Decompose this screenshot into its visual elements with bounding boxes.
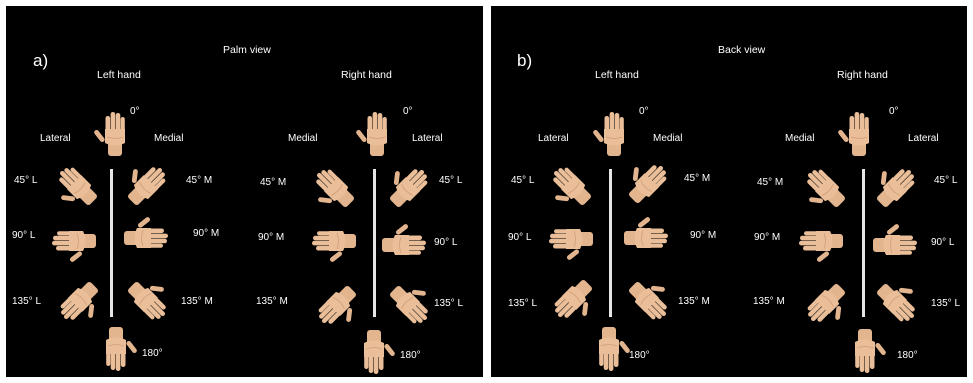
hand-180-deg-icon bbox=[350, 329, 398, 377]
hand-0-deg-icon bbox=[835, 109, 883, 157]
label-left-135: 135° M bbox=[753, 296, 785, 307]
hand-45-lateral-icon bbox=[376, 153, 444, 221]
label-left-90: 90° L bbox=[508, 232, 531, 243]
hand-180-deg-icon bbox=[841, 328, 889, 376]
label-left-90: 90° M bbox=[258, 232, 284, 243]
label-0-deg: 0° bbox=[403, 106, 413, 117]
label-left-90: 90° M bbox=[754, 232, 780, 243]
hand-title-right: Right hand bbox=[341, 69, 392, 81]
side-label-right: Medial bbox=[653, 133, 682, 144]
label-left-135: 135° M bbox=[256, 296, 288, 307]
label-right-45: 45° M bbox=[186, 175, 212, 186]
side-label-right: Lateral bbox=[908, 133, 939, 144]
hand-45-medial-icon bbox=[791, 153, 859, 221]
hand-45-medial-icon bbox=[114, 151, 182, 219]
hand-45-lateral-icon bbox=[863, 153, 931, 221]
hand-title-left: Left hand bbox=[97, 69, 141, 81]
hand-0-deg-icon bbox=[91, 109, 139, 157]
hand-180-deg-icon bbox=[92, 326, 140, 374]
panel-divider bbox=[485, 0, 489, 383]
label-left-45: 45° M bbox=[757, 177, 783, 188]
label-180-deg: 180° bbox=[400, 350, 421, 361]
rotation-axis bbox=[862, 169, 865, 317]
hand-45-medial-icon bbox=[615, 149, 683, 217]
label-left-45: 45° L bbox=[14, 175, 37, 186]
side-label-right: Medial bbox=[154, 133, 183, 144]
hand-180-deg-icon bbox=[585, 326, 633, 374]
side-label-left: Lateral bbox=[538, 133, 569, 144]
side-label-left: Medial bbox=[288, 133, 317, 144]
label-right-135: 135° L bbox=[931, 298, 960, 309]
hand-90-medial-icon bbox=[623, 214, 671, 262]
rotation-axis bbox=[110, 169, 113, 317]
label-right-135: 135° M bbox=[181, 296, 213, 307]
hand-45-lateral-icon bbox=[43, 151, 111, 219]
label-left-90: 90° L bbox=[12, 230, 35, 241]
rotation-axis bbox=[373, 169, 376, 317]
panel-a-palm-view: a) Palm view Left hand 0° Lateral Medial… bbox=[6, 6, 483, 377]
label-right-90: 90° M bbox=[193, 228, 219, 239]
hand-90-lateral-icon bbox=[872, 221, 920, 269]
hand-45-lateral-icon bbox=[537, 151, 605, 219]
label-right-90: 90° L bbox=[434, 237, 457, 248]
panel-b-back-view: b) Back view Left hand 0° Lateral Medial… bbox=[491, 6, 967, 377]
hand-0-deg-icon bbox=[353, 109, 401, 157]
hand-90-lateral-icon bbox=[381, 221, 429, 269]
label-left-45: 45° M bbox=[260, 177, 286, 188]
hand-45-medial-icon bbox=[300, 153, 368, 221]
label-left-135: 135° L bbox=[508, 298, 537, 309]
hand-title-right: Right hand bbox=[837, 69, 888, 81]
panel-label: b) bbox=[517, 51, 532, 71]
side-label-left: Medial bbox=[785, 133, 814, 144]
label-right-90: 90° M bbox=[690, 230, 716, 241]
label-right-45: 45° L bbox=[934, 175, 957, 186]
side-label-left: Lateral bbox=[40, 133, 71, 144]
label-180-deg: 180° bbox=[142, 348, 163, 359]
label-0-deg: 0° bbox=[889, 106, 899, 117]
label-right-45: 45° L bbox=[439, 175, 462, 186]
view-title: Back view bbox=[718, 44, 765, 56]
label-right-90: 90° L bbox=[931, 237, 954, 248]
view-title: Palm view bbox=[223, 44, 271, 56]
hand-135-lateral-icon bbox=[538, 266, 606, 334]
hand-0-deg-icon bbox=[590, 109, 638, 157]
hand-90-medial-icon bbox=[309, 217, 357, 265]
side-label-right: Lateral bbox=[412, 133, 443, 144]
panel-label: a) bbox=[33, 51, 48, 71]
hand-90-medial-icon bbox=[123, 214, 171, 262]
hand-90-lateral-icon bbox=[546, 215, 594, 263]
rotation-axis bbox=[609, 169, 612, 317]
label-180-deg: 180° bbox=[897, 350, 918, 361]
label-right-45: 45° M bbox=[684, 173, 710, 184]
label-left-135: 135° L bbox=[12, 296, 41, 307]
hand-title-left: Left hand bbox=[595, 69, 639, 81]
label-0-deg: 0° bbox=[639, 106, 649, 117]
hand-90-lateral-icon bbox=[49, 217, 97, 265]
label-left-45: 45° L bbox=[511, 175, 534, 186]
hand-90-medial-icon bbox=[796, 217, 844, 265]
